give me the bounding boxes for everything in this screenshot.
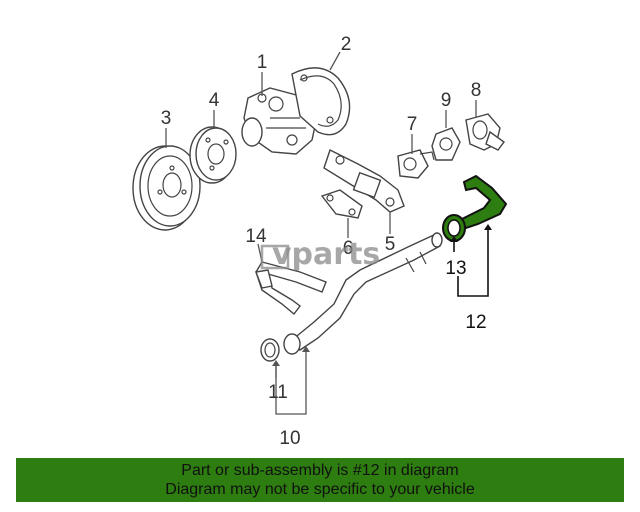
callout-2[interactable]: 2 (341, 34, 352, 55)
callout-1[interactable]: 1 (257, 52, 268, 73)
water-pipe-part-10[interactable] (283, 232, 443, 355)
leader-line-10 (275, 348, 307, 415)
o-ring-part-11[interactable] (260, 338, 280, 362)
info-banner: Part or sub-assembly is #12 in diagram D… (16, 458, 624, 502)
arrowhead-13 (450, 236, 458, 242)
leader-line-2 (329, 51, 341, 71)
gasket-part-6[interactable] (320, 189, 363, 219)
arrowhead-11 (272, 360, 280, 366)
callout-7[interactable]: 7 (407, 114, 418, 135)
callout-11[interactable]: 11 (268, 382, 288, 403)
thermostat-gasket-part-9[interactable] (431, 127, 461, 161)
leader-line-12 (457, 228, 489, 297)
watermark: vparts (260, 237, 380, 272)
callout-4[interactable]: 4 (209, 90, 220, 111)
callout-12[interactable]: 12 (465, 312, 486, 333)
callout-8[interactable]: 8 (471, 80, 482, 101)
small-hose-part-14[interactable] (255, 261, 327, 316)
callout-6[interactable]: 6 (343, 238, 354, 259)
water-outlet-part-8[interactable] (465, 113, 505, 151)
banner-line-1: Part or sub-assembly is #12 in diagram (181, 462, 459, 479)
callout-3[interactable]: 3 (161, 108, 172, 129)
pulley-part-3[interactable] (132, 145, 201, 231)
bypass-pipe-part-5[interactable] (323, 149, 405, 213)
radiator-hose-part-12[interactable] (458, 174, 508, 230)
arrowhead-10 (302, 346, 310, 352)
callout-5[interactable]: 5 (385, 234, 396, 255)
callout-10[interactable]: 10 (279, 428, 300, 449)
callout-13[interactable]: 13 (445, 258, 466, 279)
thermostat-housing-part-7[interactable] (397, 149, 435, 179)
hub-part-4[interactable] (189, 126, 237, 184)
hose-clamp-part-13[interactable] (442, 214, 466, 242)
callout-14[interactable]: 14 (245, 226, 267, 247)
gasket-part-2[interactable] (291, 67, 351, 136)
banner-line-2: Diagram may not be specific to your vehi… (165, 481, 475, 498)
arrowhead-12 (484, 224, 492, 230)
watermark-text: vparts (272, 237, 380, 272)
callout-9[interactable]: 9 (441, 90, 452, 111)
